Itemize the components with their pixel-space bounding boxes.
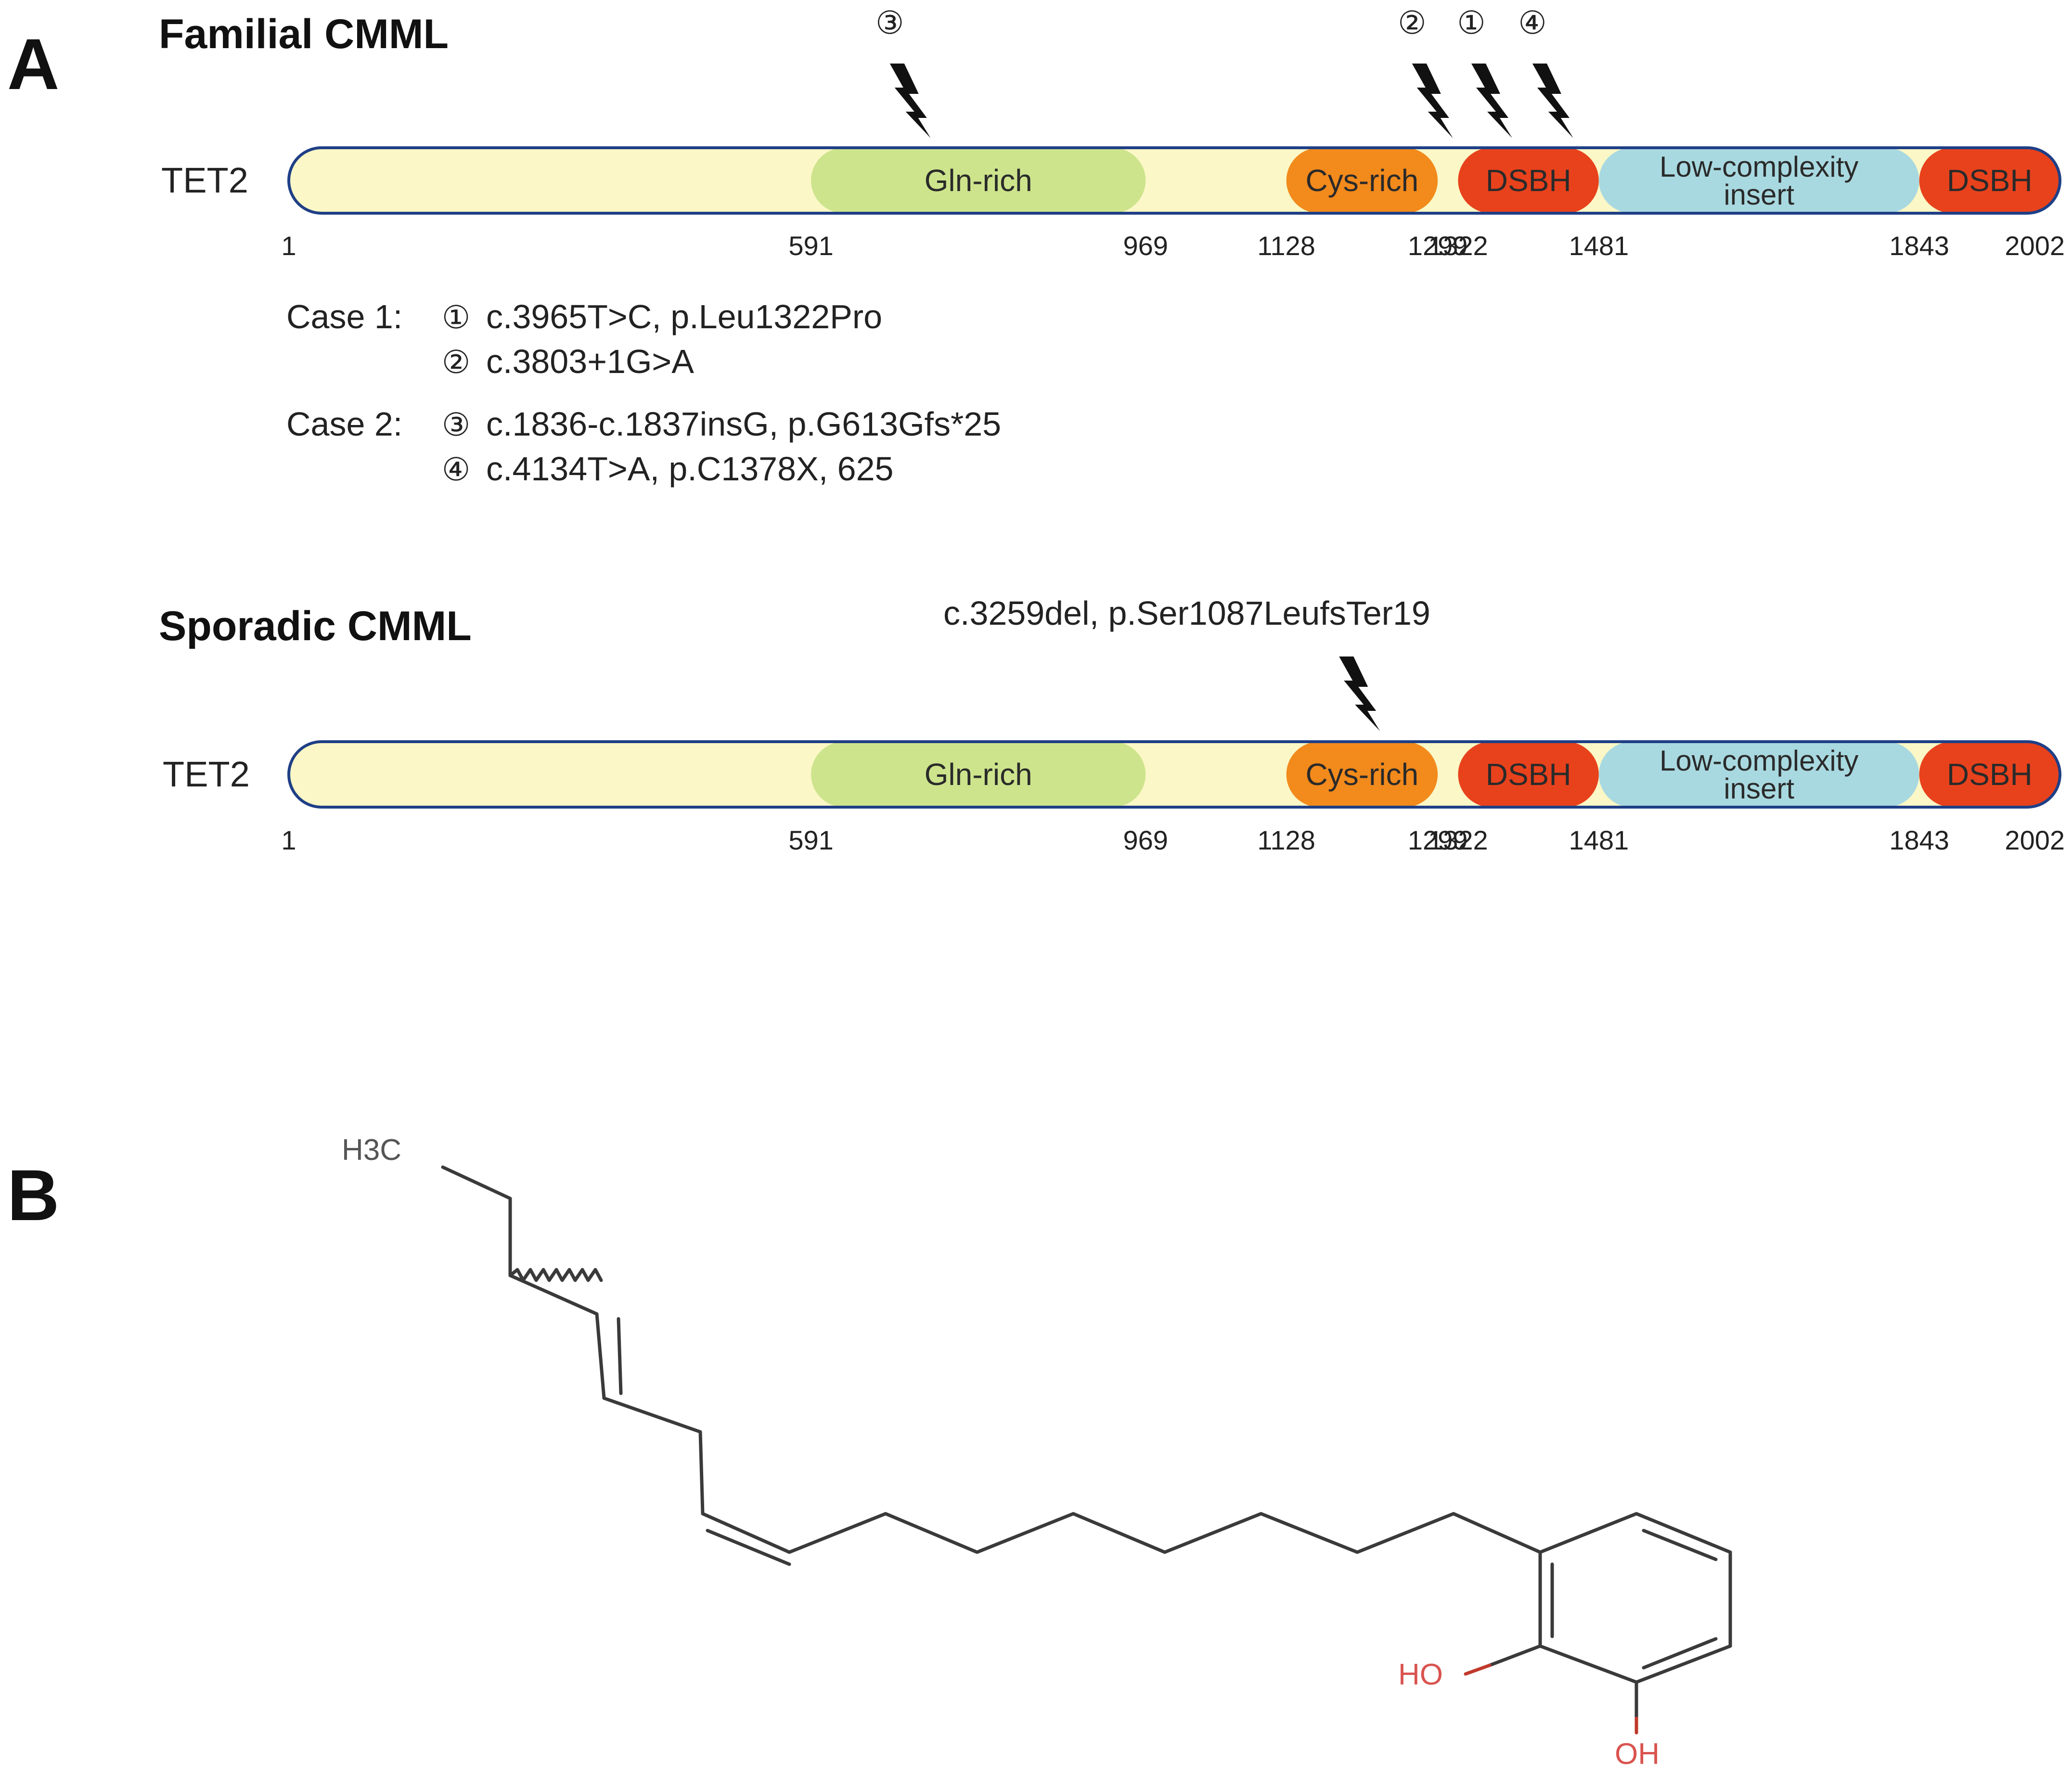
familial-tick-1322: 1322 <box>1428 231 1488 261</box>
familial-domain-4 <box>1919 148 2060 213</box>
familial-domain-1 <box>1286 148 1438 213</box>
hydroxyl-label-1: HO <box>1398 1658 1443 1691</box>
sporadic-tick-1299: 1299 <box>1408 825 1468 855</box>
sporadic-tick-2002: 2002 <box>2005 825 2065 855</box>
panel-letter-b: B <box>7 1155 59 1235</box>
familial-tick-1128: 1128 <box>1257 231 1315 261</box>
familial-domain-3-label-line2: insert <box>1724 179 1794 211</box>
panel-b: B H3C HO OH <box>7 1133 1732 1771</box>
case-2-line-1-text: c.1836-c.1837insG, p.G613Gfs*25 <box>486 405 1001 443</box>
familial-mutation-bolt-0 <box>889 64 931 138</box>
sporadic-mutation-label: c.3259del, p.Ser1087LeufsTer19 <box>943 594 1430 632</box>
case-list: Case 1: ① c.3965T>C, p.Leu1322Pro ② c.38… <box>286 298 1001 488</box>
squiggly-bond <box>508 1268 603 1282</box>
familial-outline <box>287 146 2061 215</box>
familial-marker-symbol-2: ① <box>1457 4 1485 41</box>
sporadic-tick-591: 591 <box>788 825 833 855</box>
familial-tick-2002: 2002 <box>2005 231 2065 261</box>
case-2-label: Case 2: <box>286 405 402 443</box>
case-1-line-2-text: c.3803+1G>A <box>486 343 694 380</box>
sporadic-domain-1 <box>1286 742 1438 807</box>
familial-tick-1: 1 <box>281 231 296 261</box>
double-bond-trans <box>617 1317 623 1395</box>
familial-marker-symbol-0: ③ <box>875 4 904 41</box>
sporadic-domain-4-label: DSBH <box>1947 757 2033 792</box>
sporadic-domain-4 <box>1919 742 2060 807</box>
hydroxyl-label-2: OH <box>1615 1737 1660 1771</box>
familial-domain-1-label: Cys-rich <box>1306 163 1419 198</box>
familial-domain-3-label-line1: Low-complexity <box>1660 151 1858 183</box>
familial-tick-1843: 1843 <box>1889 231 1949 261</box>
sporadic-title: Sporadic CMML <box>159 603 472 649</box>
familial-domain-3 <box>1598 148 1919 213</box>
familial-gene-label: TET2 <box>161 160 248 200</box>
sporadic-gene-label: TET2 <box>163 754 250 794</box>
sporadic-domain-2-label: DSBH <box>1486 757 1571 792</box>
familial-domain-4-label: DSBH <box>1947 163 2033 198</box>
benzene-inner-bond-3 <box>1642 1637 1718 1670</box>
case-2-line-2-text: c.4134T>A, p.C1378X, 625 <box>486 450 893 488</box>
familial-protein-bar: Gln-rich Cys-rich DSBH Low-complexityinsert… <box>287 146 2061 215</box>
familial-domain-2 <box>1458 148 1599 213</box>
familial-title: Familial CMML <box>159 11 449 57</box>
benzene-ring <box>1538 1512 1732 1684</box>
hydroxyl-bond-1 <box>1488 1644 1542 1667</box>
hydroxyl-bond-1-oxygen <box>1464 1663 1492 1676</box>
sporadic-outline <box>287 740 2061 809</box>
familial-marker-symbol-1: ② <box>1398 4 1426 41</box>
familial-domain-0-label: Gln-rich <box>925 163 1032 198</box>
sporadic-domain-3-label-line1: Low-complexity <box>1660 745 1858 777</box>
familial-tick-969: 969 <box>1123 231 1168 261</box>
familial-tick-591: 591 <box>788 231 833 261</box>
familial-marker-symbol-3: ④ <box>1518 4 1546 41</box>
sporadic-tick-1322: 1322 <box>1428 825 1488 855</box>
case-2-line-2-symbol: ④ <box>442 451 470 488</box>
familial-domain-2-label: DSBH <box>1486 163 1571 198</box>
chemical-structure: H3C HO OH <box>342 1133 1732 1771</box>
familial-mutation-bolt-3 <box>1532 64 1573 138</box>
case-2-line-1-symbol: ③ <box>442 406 470 443</box>
sporadic-mutation-markers <box>1339 656 1380 731</box>
familial-tick-1481: 1481 <box>1569 231 1629 261</box>
sporadic-domain-3-label-line2: insert <box>1724 772 1794 805</box>
sporadic-protein-bar: Gln-rich Cys-rich DSBH Low-complexityinsert… <box>287 740 2061 809</box>
case-1-line-1-text: c.3965T>C, p.Leu1322Pro <box>486 298 882 335</box>
familial-domain-0 <box>811 148 1146 213</box>
sporadic-tick-1481: 1481 <box>1569 825 1629 855</box>
familial-tick-1299: 1299 <box>1408 231 1468 261</box>
sporadic-tick-969: 969 <box>1123 825 1168 855</box>
sporadic-tick-1843: 1843 <box>1889 825 1949 855</box>
case-1-label: Case 1: <box>286 298 402 335</box>
carbon-chain <box>441 1165 1542 1554</box>
sporadic-domain-0-label: Gln-rich <box>925 757 1032 792</box>
sporadic-cmml-section: Sporadic CMML c.3259del, p.Ser1087LeufsT… <box>159 594 2065 855</box>
sporadic-domain-0 <box>811 742 1146 807</box>
double-bond-cis <box>706 1529 791 1566</box>
panel-letter-a: A <box>7 24 59 104</box>
sporadic-tick-1128: 1128 <box>1257 825 1315 855</box>
methyl-label: H3C <box>342 1133 401 1167</box>
sporadic-tick-1: 1 <box>281 825 296 855</box>
case-1-line-2-symbol: ② <box>442 344 470 381</box>
sporadic-domain-1-label: Cys-rich <box>1306 757 1419 792</box>
sporadic-domain-2 <box>1458 742 1599 807</box>
case-1-line-1-symbol: ① <box>442 299 470 336</box>
familial-mutation-bolt-2 <box>1471 64 1513 138</box>
familial-mutation-bolt-1 <box>1412 64 1453 138</box>
sporadic-domain-3 <box>1598 742 1919 807</box>
benzene-inner-bond-2 <box>1642 1529 1718 1561</box>
sporadic-mutation-bolt <box>1339 656 1380 731</box>
